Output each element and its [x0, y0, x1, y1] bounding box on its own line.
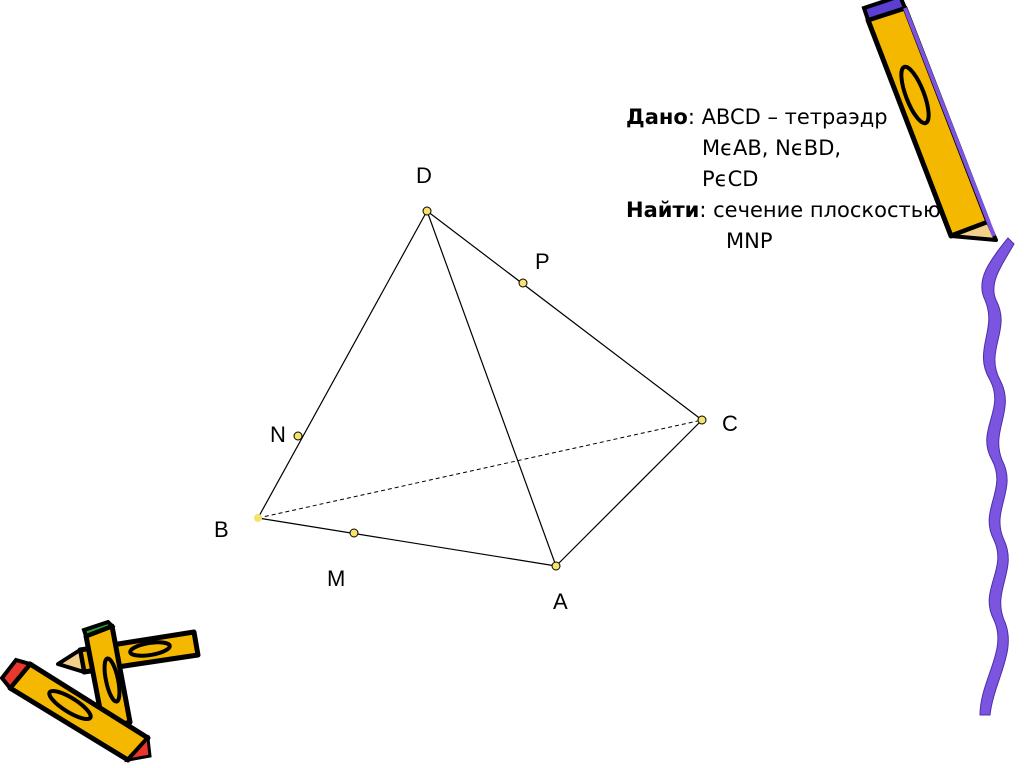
- plane-name: MNP: [726, 229, 773, 253]
- point-N: [293, 431, 303, 441]
- label-M: M: [327, 566, 345, 591]
- condition-line-1: MϵAB, NϵBD,: [702, 136, 842, 160]
- point-P: [518, 278, 528, 288]
- edge-DC: [426, 210, 703, 421]
- label-A: A: [553, 589, 568, 614]
- point-M: [349, 528, 359, 538]
- find-label: Найти: [626, 198, 700, 222]
- point-A: [551, 561, 561, 571]
- edge-BC-hidden: [257, 419, 703, 519]
- edge-BA: [257, 517, 557, 567]
- point-C: [697, 415, 707, 425]
- edge-DB: [257, 210, 428, 519]
- given-label: Дано: [626, 105, 688, 129]
- given-text: : ABCD – тетраэдр: [687, 105, 888, 129]
- label-C: C: [722, 411, 738, 436]
- condition-line-2: PϵCD: [702, 167, 759, 191]
- label-D: D: [416, 163, 432, 188]
- pencil-top-right-icon: [861, 0, 998, 242]
- problem-statement: Дано: ABCD – тетраэдр MϵAB, NϵBD, PϵCD Н…: [626, 102, 941, 257]
- edge-DA: [426, 210, 557, 567]
- find-line: Найти: сечение плоскостью: [626, 195, 941, 226]
- point-D: [422, 206, 432, 216]
- pencils-bottom-left-icon: [0, 619, 201, 763]
- given-line: Дано: ABCD – тетраэдр: [626, 102, 941, 133]
- edge-AC: [555, 419, 703, 567]
- find-text: : сечение плоскостью: [699, 198, 941, 222]
- label-P: P: [535, 249, 550, 274]
- point-B: [254, 514, 262, 522]
- purple-wave-border: [979, 237, 1015, 716]
- label-N: N: [270, 422, 286, 447]
- label-B: B: [214, 517, 229, 542]
